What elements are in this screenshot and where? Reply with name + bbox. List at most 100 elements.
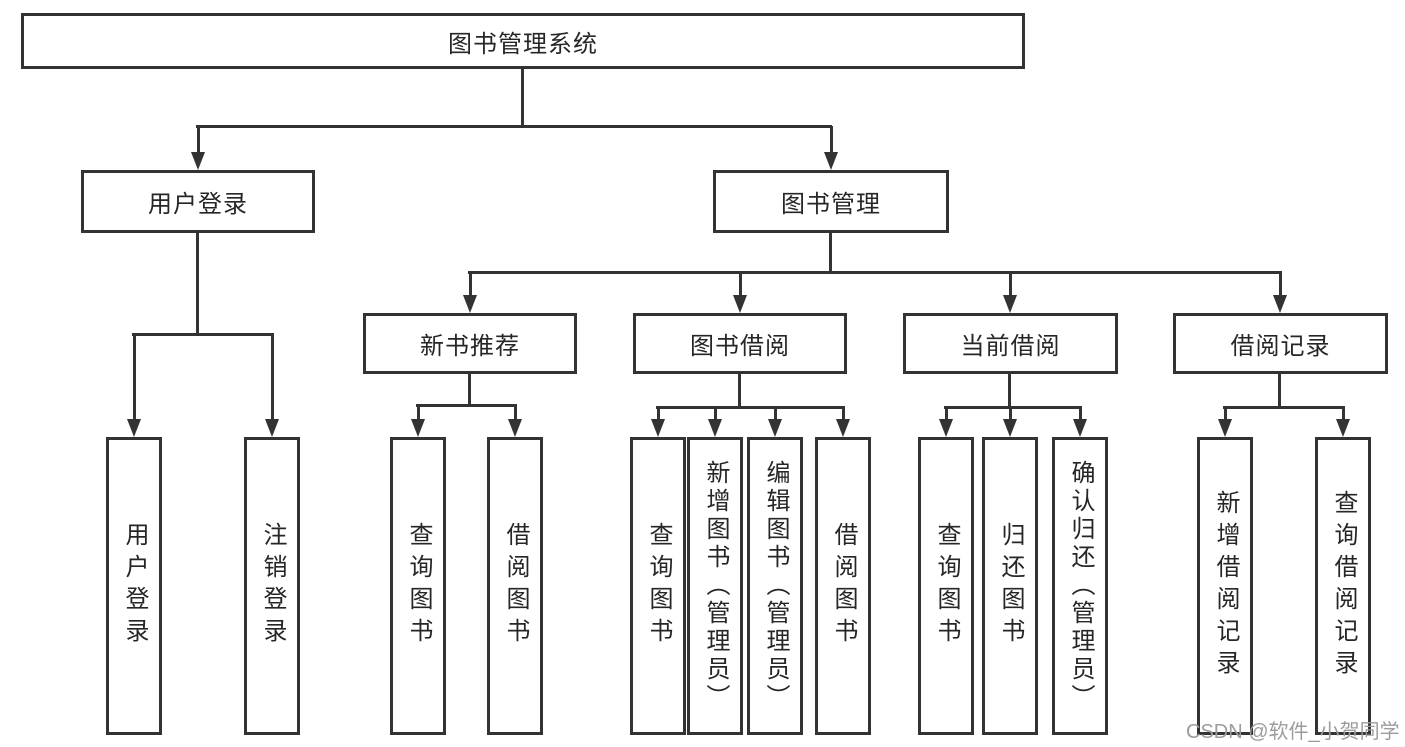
node-borrowing-records: 借阅记录 (1173, 313, 1388, 374)
watermark: CSDN @软件_小贺同学 (1186, 721, 1400, 743)
node-library-management-system: 图书管理系统 (21, 13, 1025, 69)
leaf-add-book-admin: 新增图书（管理员） (687, 437, 743, 735)
node-user-login: 用户登录 (81, 170, 315, 233)
node-label: 当前借阅 (960, 333, 1061, 360)
connector-arrow (651, 407, 665, 437)
connector-line (1008, 272, 1012, 295)
arrowhead-icon (708, 419, 722, 437)
node-label: 借阅图书 (502, 522, 529, 650)
connector-arrow (508, 405, 522, 437)
connector-rail-new-book-recommend (416, 404, 517, 407)
connector-arrow (265, 334, 279, 437)
leaf-query-books-current: 查询图书 (918, 437, 974, 735)
arrowhead-icon (265, 419, 279, 437)
arrowhead-icon (768, 419, 782, 437)
connector-rail-level3 (468, 271, 1282, 274)
arrowhead-icon (651, 419, 665, 437)
arrowhead-icon (411, 419, 425, 437)
connector-line (829, 126, 833, 152)
node-label: 归还图书 (997, 522, 1024, 650)
arrowhead-icon (733, 295, 747, 313)
connector-line (738, 272, 742, 295)
connector-line (713, 407, 717, 419)
connector-stem-borrowing-records (1278, 374, 1281, 408)
connector-arrow (768, 407, 782, 437)
node-book-management: 图书管理 (713, 170, 949, 233)
node-label: 查询借阅记录 (1330, 490, 1357, 682)
connector-line (841, 407, 845, 419)
connector-stem-current-borrowing (1008, 374, 1011, 408)
arrowhead-icon (191, 152, 205, 170)
connector-line (132, 334, 136, 419)
connector-rail-borrowing-records (1223, 406, 1345, 409)
connector-stem-root (521, 69, 524, 127)
connector-line (1008, 407, 1012, 419)
node-label: 借阅记录 (1230, 333, 1331, 360)
connector-arrow (127, 334, 141, 437)
connector-arrow (191, 126, 205, 170)
node-label: 查询图书 (645, 522, 672, 650)
leaf-query-borrow-record: 查询借阅记录 (1315, 437, 1371, 735)
connector-line (270, 334, 274, 419)
node-label: 注销登录 (259, 522, 286, 650)
arrowhead-icon (1073, 419, 1087, 437)
node-label: 图书管理 (781, 191, 881, 218)
connector-stem-book-borrowing (738, 374, 741, 408)
arrowhead-icon (1003, 419, 1017, 437)
leaf-query-books-recommend: 查询图书 (390, 437, 446, 735)
connector-line (513, 405, 517, 419)
leaf-borrow-books-recommend: 借阅图书 (487, 437, 543, 735)
leaf-borrow-books-borrowing: 借阅图书 (815, 437, 871, 735)
connector-arrow (1003, 407, 1017, 437)
arrowhead-icon (508, 419, 522, 437)
connector-stem-new-book-recommend (468, 374, 471, 406)
node-label: 查询图书 (405, 522, 432, 650)
connector-arrow (1273, 272, 1287, 313)
leaf-confirm-return-admin: 确认归还（管理员） (1052, 437, 1108, 735)
node-label: 新书推荐 (420, 333, 520, 360)
connector-line (1078, 407, 1082, 419)
connector-line (1341, 407, 1345, 419)
connector-line (196, 126, 200, 152)
arrowhead-icon (1336, 419, 1350, 437)
node-label: 确认归还（管理员） (1067, 460, 1094, 712)
connector-arrow (463, 272, 477, 313)
connector-arrow (1073, 407, 1087, 437)
connector-line (656, 407, 660, 419)
arrowhead-icon (463, 295, 477, 313)
node-label: 图书管理系统 (448, 30, 598, 58)
connector-arrow (1336, 407, 1350, 437)
connector-arrow (708, 407, 722, 437)
connector-rail-level2 (196, 125, 832, 128)
connector-line (944, 407, 948, 419)
connector-arrow (824, 126, 838, 170)
node-label: 新增借阅记录 (1212, 490, 1239, 682)
connector-line (1223, 407, 1227, 419)
connector-rail-book-borrowing (656, 406, 845, 409)
leaf-logout: 注销登录 (244, 437, 300, 735)
node-book-borrowing: 图书借阅 (633, 313, 847, 374)
node-label: 用户登录 (121, 522, 148, 650)
connector-line (773, 407, 777, 419)
node-new-book-recommend: 新书推荐 (363, 313, 577, 374)
connector-line (1278, 272, 1282, 295)
arrowhead-icon (127, 419, 141, 437)
arrowhead-icon (1218, 419, 1232, 437)
node-label: 借阅图书 (830, 522, 857, 650)
connector-stem-book-management (829, 233, 832, 274)
leaf-edit-book-admin: 编辑图书（管理员） (747, 437, 803, 735)
node-label: 用户登录 (148, 191, 248, 218)
arrowhead-icon (939, 419, 953, 437)
arrowhead-icon (1273, 295, 1287, 313)
leaf-return-book: 归还图书 (982, 437, 1038, 735)
connector-rail-current-borrowing (944, 406, 1082, 409)
node-label: 编辑图书（管理员） (762, 460, 789, 712)
leaf-user-login: 用户登录 (106, 437, 162, 735)
connector-arrow (1218, 407, 1232, 437)
leaf-add-borrow-record: 新增借阅记录 (1197, 437, 1253, 735)
connector-arrow (836, 407, 850, 437)
connector-line (468, 272, 472, 295)
node-label: 图书借阅 (690, 333, 790, 360)
arrowhead-icon (1003, 295, 1017, 313)
